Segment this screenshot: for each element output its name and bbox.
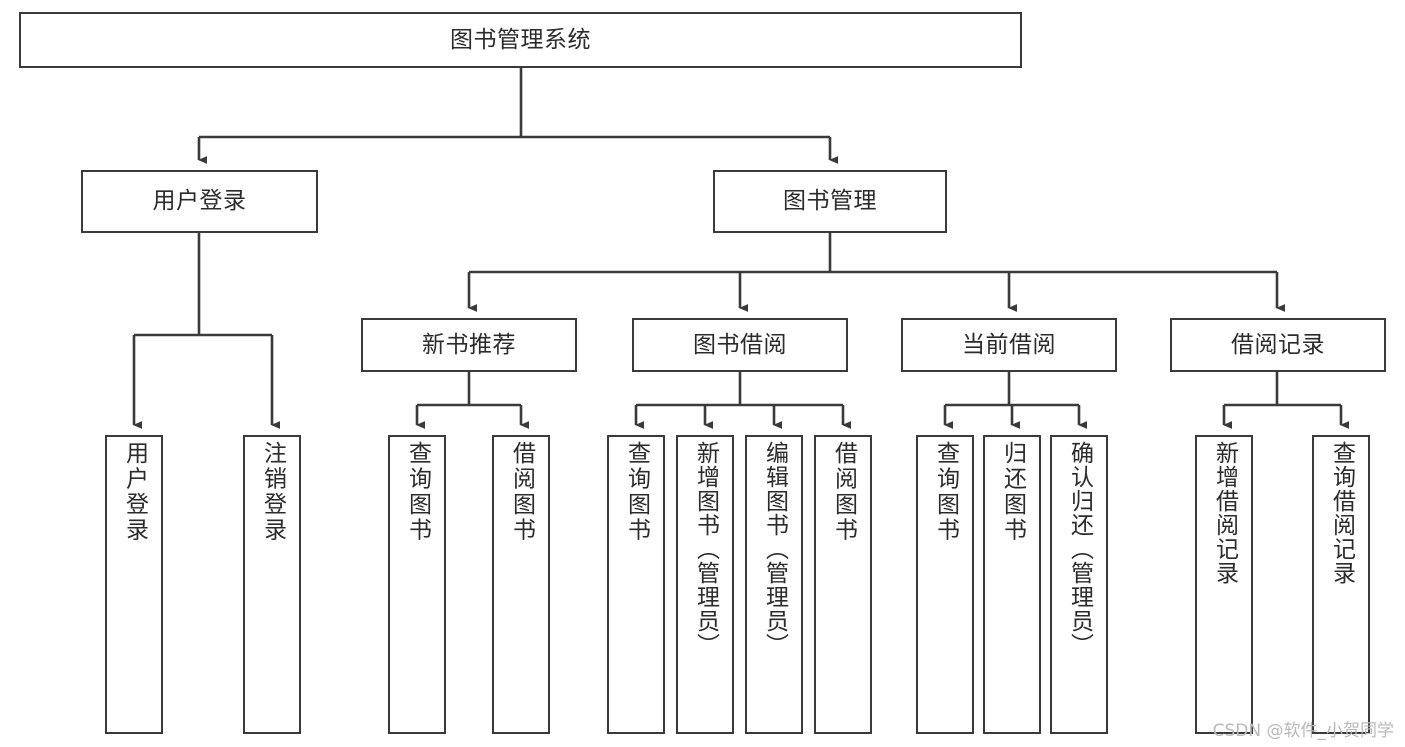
node-new-book-recommend[interactable]: 新书推荐	[361, 318, 577, 372]
leaf-new-book-borrow[interactable]: 借阅图书	[492, 435, 550, 734]
leaf-book-borrow-borrow[interactable]: 借阅图书	[814, 435, 872, 734]
node-label: 编辑图书（管理员）	[761, 441, 788, 657]
leaf-book-borrow-query[interactable]: 查询图书	[607, 435, 665, 734]
node-current-borrow[interactable]: 当前借阅	[901, 318, 1117, 372]
node-label: 新书推荐	[422, 331, 516, 358]
leaf-borrow-record-add[interactable]: 新增借阅记录	[1195, 435, 1253, 734]
node-label: 新增借阅记录	[1211, 441, 1238, 585]
node-label: 图书管理系统	[450, 26, 591, 53]
node-label: 归还图书	[999, 441, 1026, 543]
leaf-user-login-login[interactable]: 用户登录	[105, 435, 163, 734]
node-label: 图书借阅	[693, 331, 787, 358]
node-label: 查询借阅记录	[1328, 441, 1355, 585]
node-label: 借阅记录	[1231, 331, 1325, 358]
node-label: 查询图书	[623, 441, 650, 543]
leaf-current-borrow-return[interactable]: 归还图书	[983, 435, 1041, 734]
node-label: 借阅图书	[830, 441, 857, 543]
node-borrow-record[interactable]: 借阅记录	[1170, 318, 1386, 372]
node-label: 图书管理	[783, 188, 877, 215]
node-label: 借阅图书	[508, 441, 535, 543]
node-book-management[interactable]: 图书管理	[713, 170, 947, 233]
watermark-text: CSDN @软件_小贺同学	[1212, 721, 1394, 741]
leaf-book-borrow-add[interactable]: 新增图书（管理员）	[676, 435, 734, 734]
node-book-borrow[interactable]: 图书借阅	[632, 318, 848, 372]
leaf-book-borrow-edit[interactable]: 编辑图书（管理员）	[745, 435, 803, 734]
node-label: 确认归还（管理员）	[1066, 441, 1093, 657]
leaf-borrow-record-query[interactable]: 查询借阅记录	[1312, 435, 1370, 734]
node-label: 用户登录	[121, 441, 148, 543]
node-label: 查询图书	[932, 441, 959, 543]
node-label: 查询图书	[404, 441, 431, 543]
leaf-new-book-query[interactable]: 查询图书	[388, 435, 446, 734]
node-root-system[interactable]: 图书管理系统	[19, 12, 1022, 68]
node-label: 用户登录	[152, 188, 247, 215]
leaf-current-borrow-confirm[interactable]: 确认归还（管理员）	[1050, 435, 1108, 734]
node-label: 注销登录	[259, 441, 286, 543]
leaf-user-login-logout[interactable]: 注销登录	[243, 435, 301, 734]
node-user-login[interactable]: 用户登录	[81, 170, 318, 233]
leaf-current-borrow-query[interactable]: 查询图书	[916, 435, 974, 734]
node-label: 新增图书（管理员）	[692, 441, 719, 657]
node-label: 当前借阅	[962, 331, 1056, 358]
